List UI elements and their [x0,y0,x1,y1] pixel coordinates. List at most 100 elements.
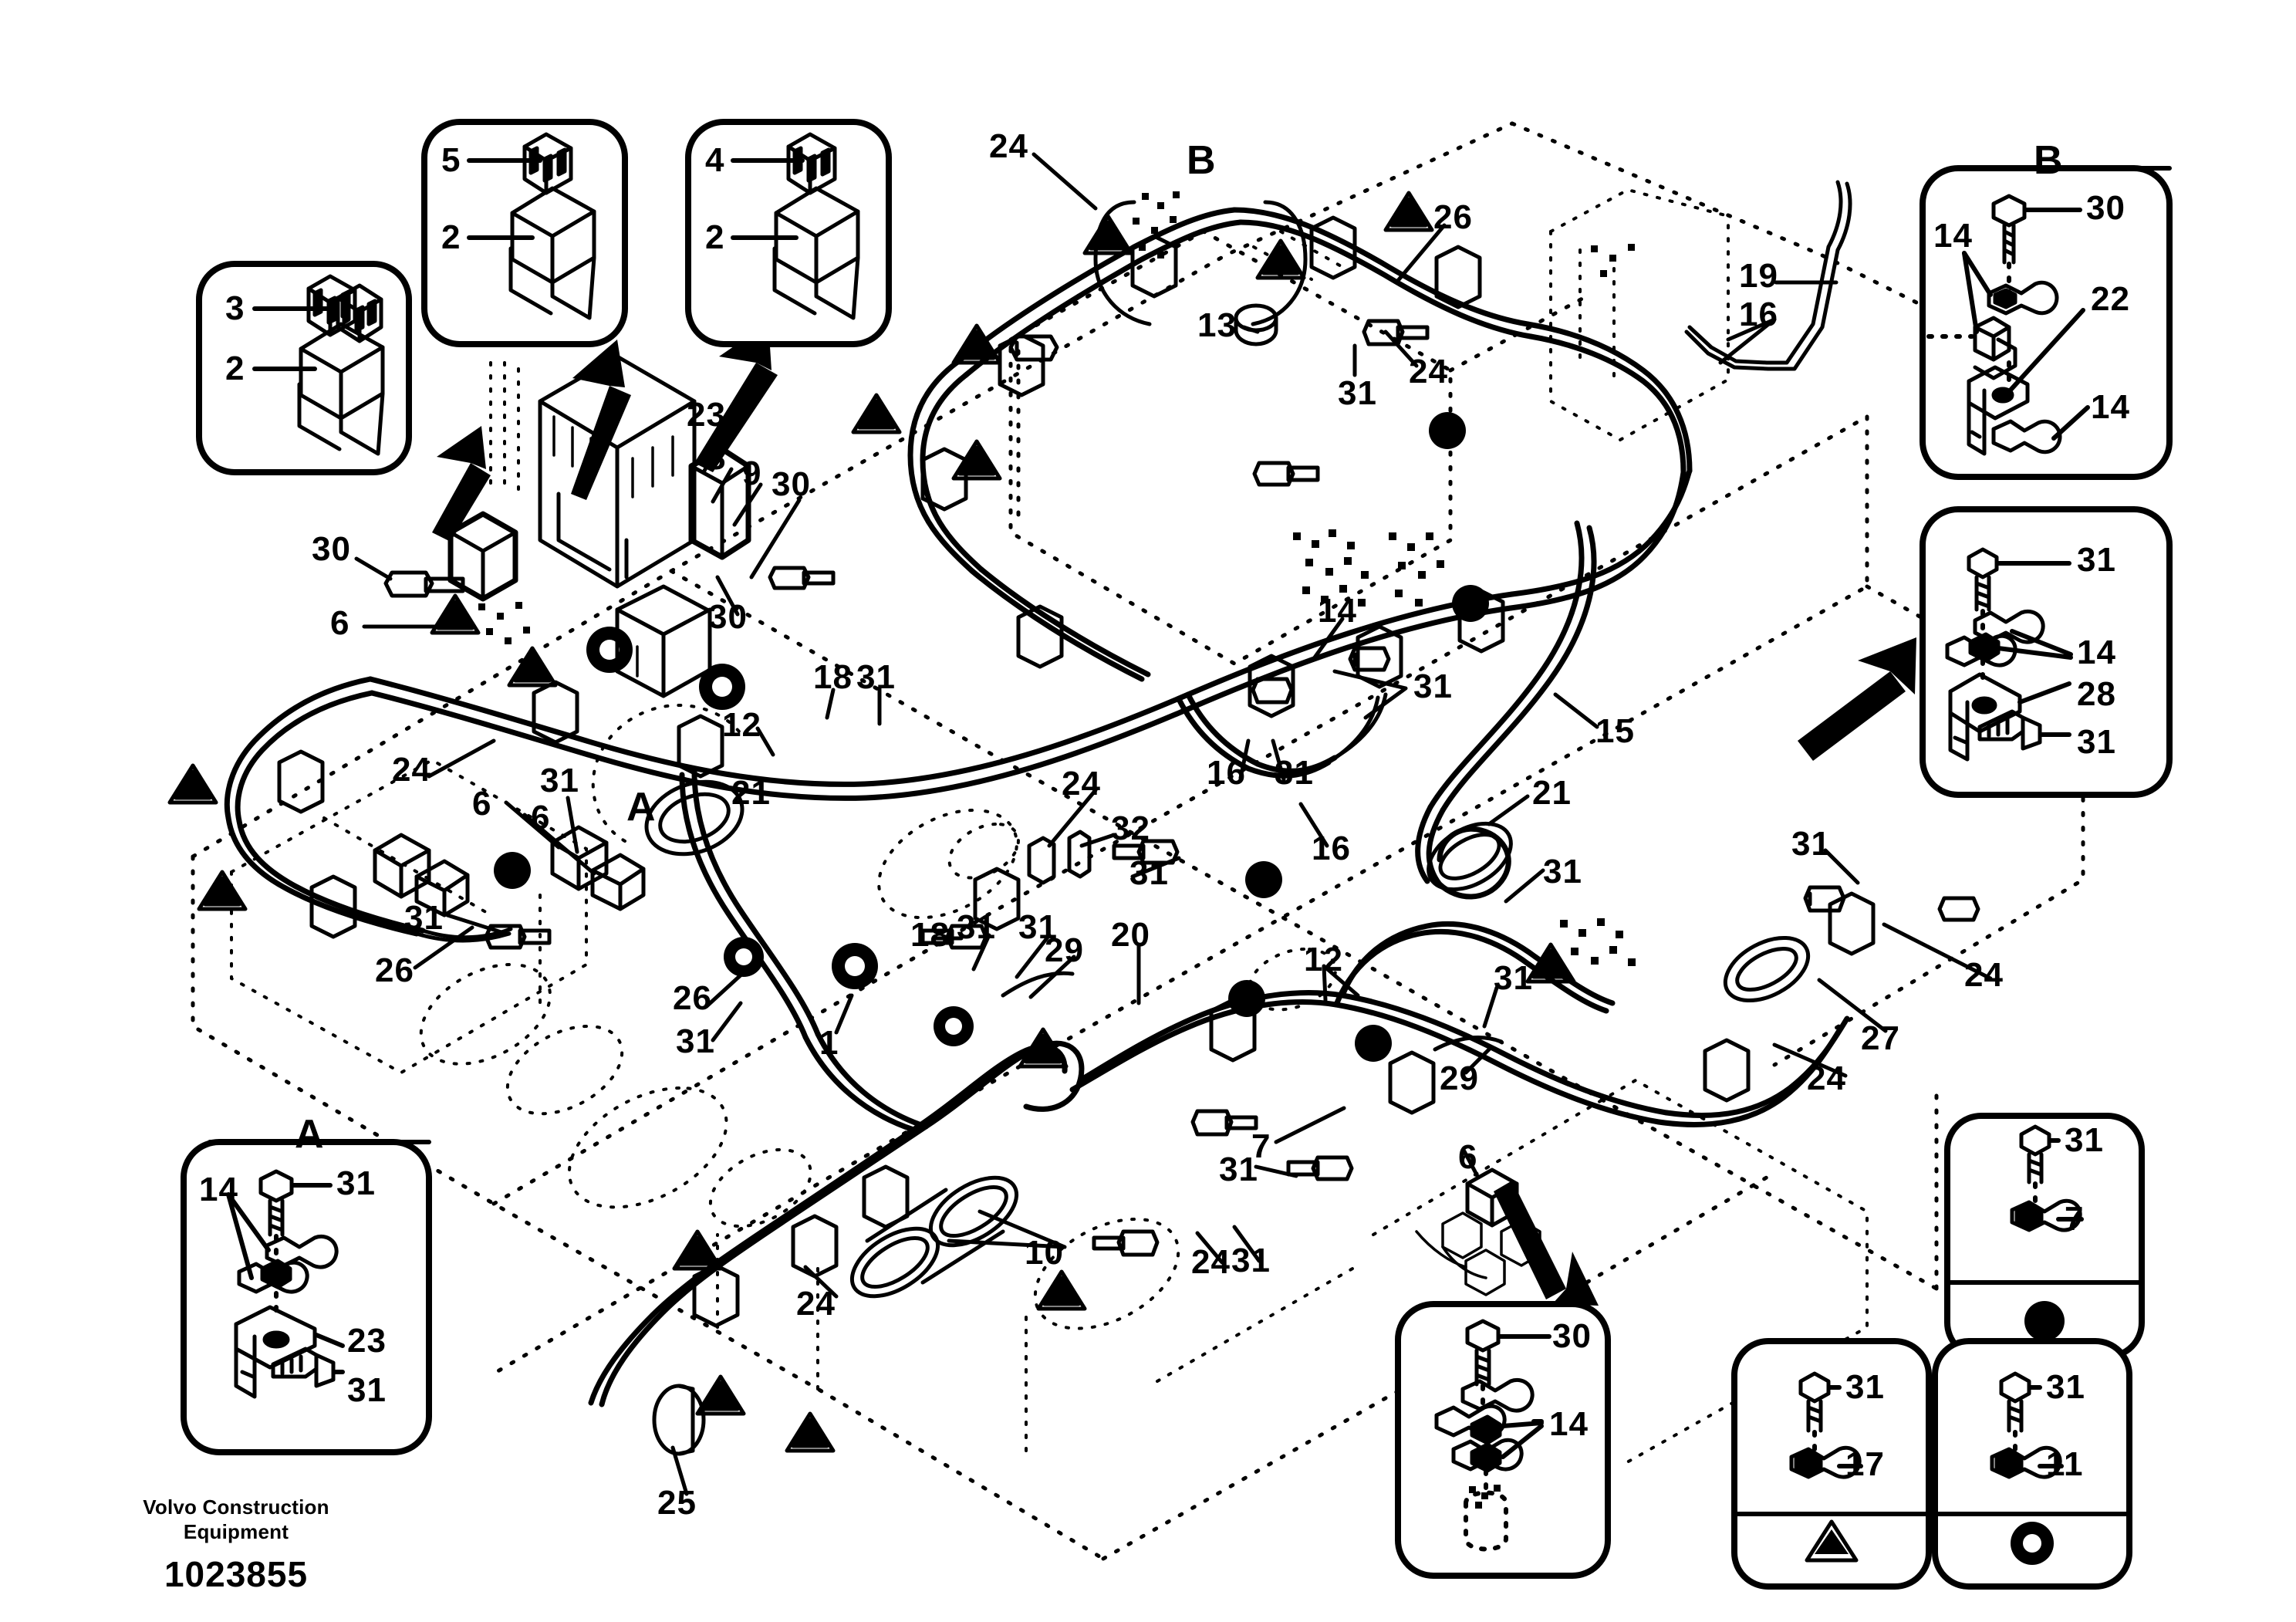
main-label-34: 19 [1739,257,1778,295]
main-label-27: 31 [1129,854,1169,892]
main-label-1: 6 [330,604,350,642]
label-bracket28-31a: 31 [2077,541,2116,579]
main-label-17: 21 [731,774,771,812]
main-label-10: 9 [742,454,762,492]
main-label-15: 31 [856,658,896,696]
label-detailB-30: 30 [2086,189,2125,227]
main-label-9: 8 [707,439,727,477]
main-label-47: 7 [1251,1127,1271,1165]
main-label-32: 31 [1338,374,1377,412]
main-label-56: 27 [1861,1019,1900,1057]
main-label-5: 31 [540,762,579,799]
main-label-53: 24 [796,1285,836,1323]
triangle-markers [167,191,1576,1453]
legend-box-clamp-11 [1932,1338,2132,1590]
label-detailA-14: 14 [199,1171,238,1208]
section-label-B-main: B [1187,138,1217,183]
label-clampbox-14: 14 [1549,1405,1589,1443]
label-legend11-11: 11 [2046,1445,2084,1483]
main-label-21: 29 [1045,931,1084,969]
label-relay-2a: 2 [225,350,245,387]
detail-box-relay-4-2 [685,119,892,347]
main-label-39: 31 [1275,754,1314,792]
main-label-23: 31 [676,1022,715,1060]
main-label-4: 6 [531,799,551,836]
detail-box-relay-5-2 [421,119,628,347]
label-relay-5: 5 [441,141,461,179]
main-label-7: 26 [375,951,414,989]
label-relay-2b: 2 [441,218,461,256]
main-label-49: 6 [1458,1138,1478,1176]
label-relay-3: 3 [225,289,245,327]
label-bracket28-28: 28 [2077,675,2116,713]
main-label-22: 26 [673,979,712,1017]
label-legend7-7: 7 [2065,1200,2085,1238]
main-label-40: 16 [1312,830,1351,867]
main-label-26: 32 [1111,809,1150,847]
main-label-3: 6 [472,785,492,823]
label-legend17-17: 17 [1845,1445,1885,1483]
main-label-46: 31 [1494,959,1533,997]
label-relay-2c: 2 [705,218,725,256]
main-label-25: 24 [1062,765,1101,803]
label-legend11-31: 31 [2046,1368,2085,1406]
main-label-13: 12 [722,706,761,744]
main-label-50: 10 [1025,1234,1064,1272]
cap-25 [652,1384,706,1456]
label-bracket28-31b: 31 [2077,723,2116,761]
section-label-B-detail: B [2034,138,2064,183]
main-label-11: 30 [772,465,811,503]
main-label-20: 31 [1018,908,1058,946]
bolt-icons [383,319,1980,1257]
section-marker-A-main [591,704,741,843]
main-label-48: 31 [1219,1151,1258,1188]
main-label-6: 31 [404,899,444,937]
label-clampbox-30: 30 [1552,1317,1592,1355]
main-label-54: 25 [657,1484,697,1522]
connector-plugs [373,825,1541,1296]
main-label-18: 18 [910,916,950,954]
label-detailB-14b: 14 [2091,388,2130,426]
harness-clamps [277,215,1876,1328]
main-label-35: 16 [1739,296,1778,333]
main-label-31: 13 [1197,306,1237,344]
section-label-A-main: A [626,785,657,830]
exploded-arrows [432,323,1916,1306]
main-label-14: 18 [813,658,853,696]
brand-line-2: Equipment [183,1519,289,1543]
main-label-29: 24 [989,127,1028,165]
main-label-44: 12 [1304,941,1343,978]
bracket-32 [1027,830,1092,885]
label-legend7-31: 31 [2065,1121,2104,1159]
main-label-58: 24 [1964,956,2004,994]
main-label-30: 26 [1433,198,1473,236]
main-label-12: 30 [708,598,748,636]
main-label-57: 24 [1807,1059,1846,1097]
section-label-A-detail: A [295,1112,325,1157]
main-label-38: 16 [1207,754,1246,792]
main-label-55: 31 [1791,825,1831,863]
filled-circle-markers [494,412,1489,1062]
main-label-36: 14 [1318,592,1357,630]
footer-block: Volvo Construction Equipment 1023855 [74,1495,398,1595]
main-label-19: 31 [957,908,996,946]
brand-line-1: Volvo Construction [143,1495,329,1519]
label-detailA-31b: 31 [347,1371,387,1409]
ring-markers [586,627,974,1046]
detail-box-A [181,1139,432,1455]
detail-box-bracket-28 [1920,506,2173,798]
detail-box-relay-3-2 [196,261,412,475]
engine-detail-hatching [478,191,1636,966]
label-legend17-31: 31 [1845,1368,1885,1406]
main-label-42: 21 [1532,774,1572,812]
label-detailB-14a: 14 [1933,217,1973,255]
label-bracket28-14: 14 [2077,634,2116,671]
label-detailA-23: 23 [347,1322,387,1360]
main-label-45: 29 [1440,1059,1479,1097]
legend-box-clamp-17 [1731,1338,1932,1590]
harness-bundles [224,180,1852,1407]
part-number: 1023855 [164,1554,309,1595]
